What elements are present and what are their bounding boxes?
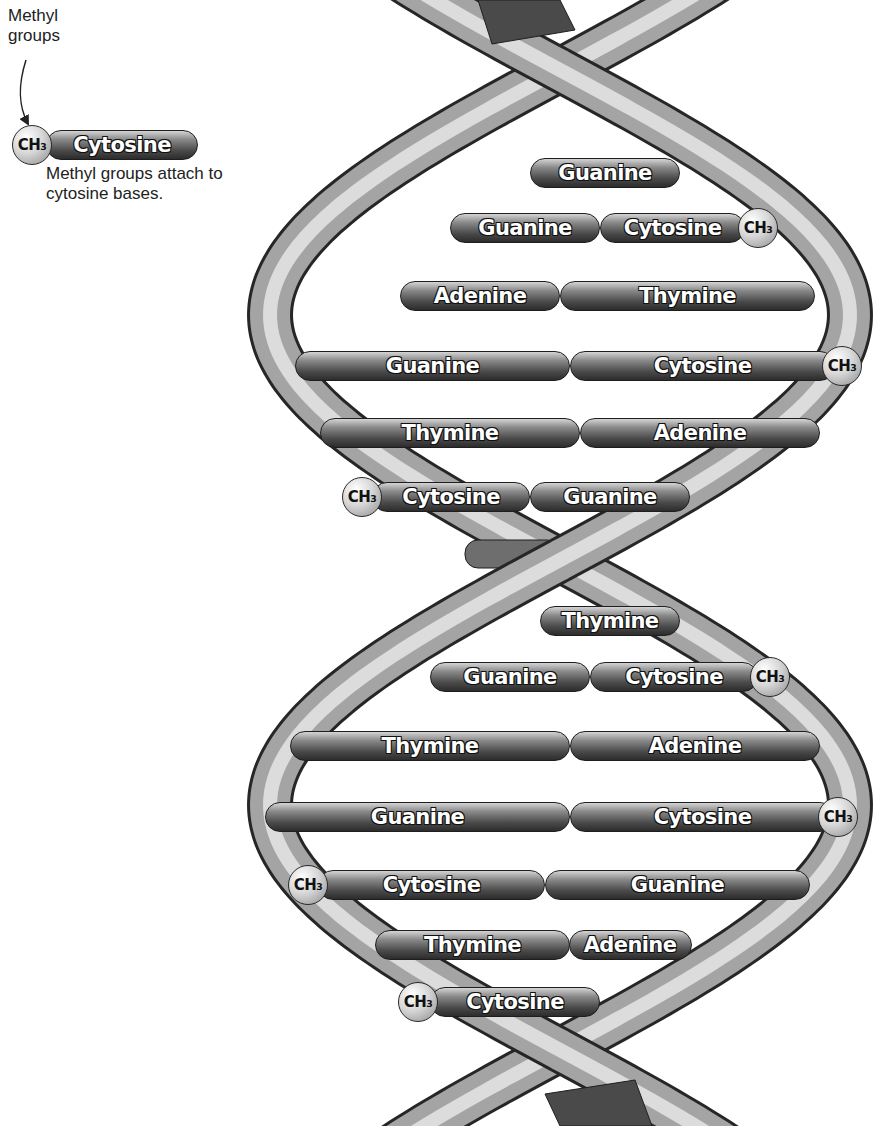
base-bar: Thymine <box>320 418 580 448</box>
base-name: Thymine <box>401 419 498 447</box>
base-bar: Cytosine <box>600 213 745 243</box>
base-bar: Thymine <box>540 606 680 636</box>
base-name: Thymine <box>561 607 658 635</box>
base-bar: Thymine <box>375 930 570 960</box>
backbone-strand <box>270 0 850 1126</box>
leader-arrow <box>20 60 28 124</box>
methyl-group: CH₃ <box>288 865 328 905</box>
base-bar: Adenine <box>569 930 692 960</box>
base-name: Adenine <box>654 419 747 447</box>
methyl-label: CH₃ <box>18 136 47 154</box>
base-bar: Adenine <box>570 731 820 761</box>
base-name: Guanine <box>563 483 657 511</box>
base-name: Guanine <box>386 352 480 380</box>
base-name: Guanine <box>558 159 652 187</box>
base-name: Cytosine <box>654 352 752 380</box>
methyl-label: CH₃ <box>294 876 323 894</box>
methyl-group: CH₃ <box>818 797 858 837</box>
callout-label: Methyl groups <box>8 6 88 46</box>
base-bar: Guanine <box>545 870 810 900</box>
base-name: Adenine <box>434 282 527 310</box>
backbone-ribbon <box>270 0 850 1126</box>
backbone-ribbon <box>270 0 850 1126</box>
strand-end-cap <box>545 1080 652 1126</box>
base-name: Thymine <box>639 282 736 310</box>
base-name: Cytosine <box>73 131 171 159</box>
base-name: Cytosine <box>625 663 723 691</box>
methyl-label: CH₃ <box>348 488 377 506</box>
backbone-ribbon <box>270 0 850 1126</box>
backbone-ribbon <box>270 0 850 1126</box>
base-bar: Guanine <box>450 213 600 243</box>
base-bar: Cytosine <box>590 662 758 692</box>
base-name: Adenine <box>649 732 742 760</box>
base-name: Guanine <box>371 803 465 831</box>
base-name: Guanine <box>478 214 572 242</box>
base-bar: Thymine <box>560 281 815 311</box>
methyl-label: CH₃ <box>824 808 853 826</box>
base-name: Cytosine <box>466 988 564 1016</box>
base-name: Adenine <box>584 931 677 959</box>
base-bar: Guanine <box>530 158 680 188</box>
base-name: Cytosine <box>383 871 481 899</box>
base-bar: Adenine <box>400 281 560 311</box>
base-name: Cytosine <box>624 214 722 242</box>
methyl-label: CH₃ <box>828 357 857 375</box>
base-bar: Cytosine <box>372 482 530 512</box>
base-name: Guanine <box>631 871 725 899</box>
methyl-label: CH₃ <box>756 668 785 686</box>
base-bar: Cytosine <box>46 130 198 160</box>
base-bar: Cytosine <box>430 987 600 1017</box>
base-bar: Guanine <box>265 802 570 832</box>
backbone-ribbon <box>270 0 850 1126</box>
base-bar: Guanine <box>430 662 590 692</box>
base-name: Thymine <box>424 931 521 959</box>
methyl-group: CH₃ <box>822 346 862 386</box>
callout-label: Methyl groups attach to cytosine bases. <box>46 164 271 204</box>
methyl-group: CH₃ <box>738 208 778 248</box>
methyl-group: CH₃ <box>342 477 382 517</box>
methyl-label: CH₃ <box>744 219 773 237</box>
methyl-label: CH₃ <box>404 993 433 1011</box>
base-bar: Cytosine <box>318 870 545 900</box>
base-bar: Cytosine <box>570 351 835 381</box>
base-bar: Guanine <box>295 351 570 381</box>
methyl-group: CH₃ <box>398 982 438 1022</box>
base-name: Guanine <box>463 663 557 691</box>
backbone-ribbon <box>270 0 850 1126</box>
base-bar: Cytosine <box>570 802 835 832</box>
base-bar: Adenine <box>580 418 820 448</box>
methyl-group: CH₃ <box>12 125 52 165</box>
base-bar: Guanine <box>530 482 690 512</box>
strand-end-cap <box>478 0 575 44</box>
base-name: Cytosine <box>654 803 752 831</box>
base-name: Cytosine <box>402 483 500 511</box>
base-name: Thymine <box>381 732 478 760</box>
methyl-group: CH₃ <box>750 657 790 697</box>
backbone-strand <box>270 0 850 1126</box>
base-bar: Thymine <box>290 731 570 761</box>
